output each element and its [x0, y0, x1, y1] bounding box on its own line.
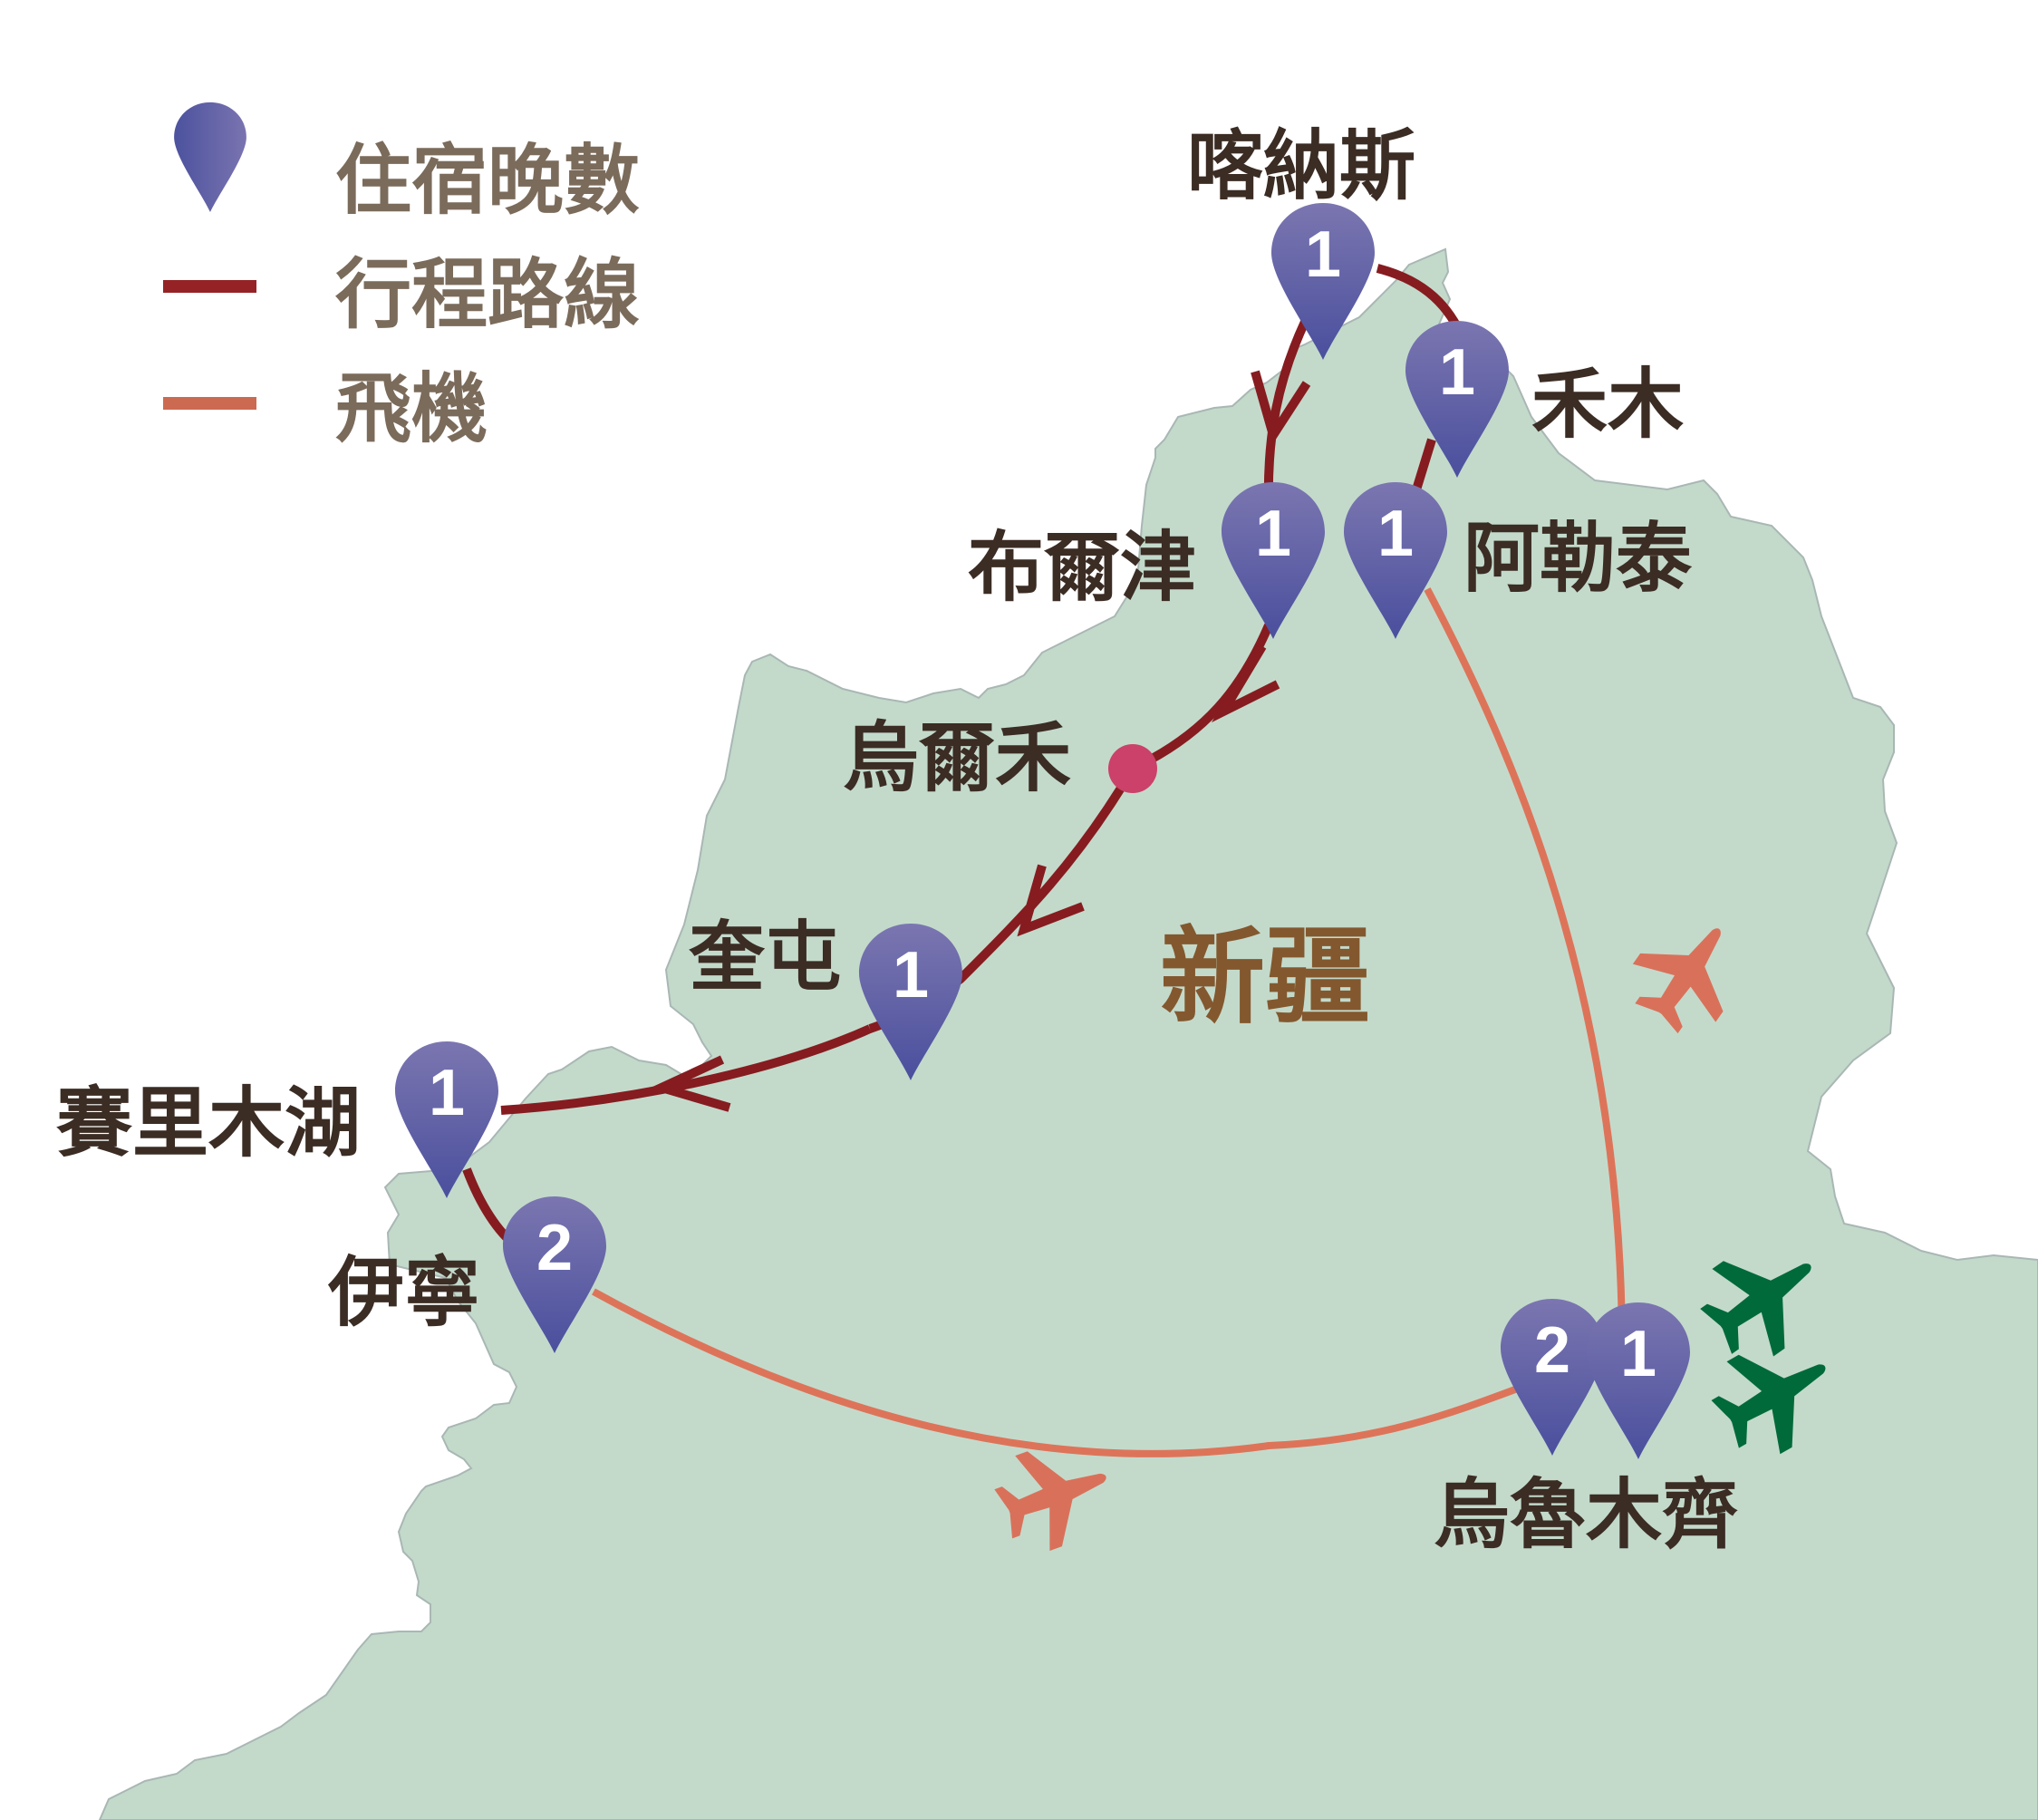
arrow-icon: [1017, 864, 1085, 937]
flight-line-icon: [163, 397, 256, 410]
city-label-sayram-lake: 賽里木湖: [56, 1079, 361, 1167]
legend-item-nights: 住宿晚數: [174, 102, 640, 225]
nights-count: 1: [1620, 1318, 1656, 1390]
city-label-kuytun: 奎屯: [689, 913, 841, 1002]
legend-item-route: 行程路線: [163, 250, 640, 339]
city-label-burqin: 布爾津: [968, 523, 1196, 612]
nights-count: 2: [536, 1212, 573, 1284]
nights-count: 2: [1534, 1314, 1570, 1387]
xinjiang-land: [98, 247, 2038, 1820]
stop-pin-kanas[interactable]: 1: [1271, 203, 1375, 360]
route-arrows: [648, 370, 1311, 1112]
stop-pin-kuytun[interactable]: 1: [859, 924, 962, 1080]
stop-pin-urumqi-first[interactable]: 2: [1501, 1299, 1604, 1456]
arrow-icon: [1211, 644, 1280, 723]
nights-count: 1: [1305, 218, 1341, 291]
waypoint-marker[interactable]: [1108, 744, 1157, 793]
legend-label: 飛機: [335, 364, 488, 453]
legend-label: 住宿晚數: [335, 136, 640, 225]
nights-count: 1: [1255, 498, 1291, 570]
nights-count: 1: [1439, 336, 1475, 409]
stop-pin-burqin[interactable]: 1: [1222, 482, 1325, 639]
city-label-altay: 阿勒泰: [1463, 514, 1693, 603]
region-label: 新疆: [1160, 916, 1370, 1039]
legend-label: 行程路線: [335, 250, 640, 339]
stop-pin-yining[interactable]: 2: [503, 1196, 606, 1353]
legend: 住宿晚數 行程路線 飛機: [163, 102, 640, 453]
stop-pin-altay[interactable]: 1: [1344, 482, 1447, 639]
arrow-icon: [1251, 370, 1311, 446]
stop-pin-urumqi-second[interactable]: 1: [1587, 1302, 1690, 1459]
city-label-urumqi: 烏魯木齊: [1434, 1470, 1738, 1559]
nights-count: 1: [429, 1057, 465, 1129]
map-pin-icon: [174, 102, 246, 212]
city-label-yining: 伊寧: [327, 1248, 480, 1337]
stop-pin-hemu[interactable]: 1: [1405, 321, 1509, 478]
flight-line-altay-urumqi: [1424, 587, 1626, 1351]
city-label-kanas: 喀納斯: [1187, 121, 1415, 210]
flight-line-yining-urumqi: [592, 1288, 1524, 1457]
route-line-icon: [163, 280, 256, 293]
arrow-icon: [648, 1055, 731, 1112]
city-label-urho: 烏爾禾: [843, 713, 1071, 802]
nights-count: 1: [1377, 498, 1414, 570]
nights-count: 1: [893, 939, 929, 1012]
legend-item-flight: 飛機: [163, 364, 488, 453]
city-label-hemu: 禾木: [1531, 360, 1684, 449]
stop-pin-sayram-lake[interactable]: 1: [395, 1041, 498, 1198]
